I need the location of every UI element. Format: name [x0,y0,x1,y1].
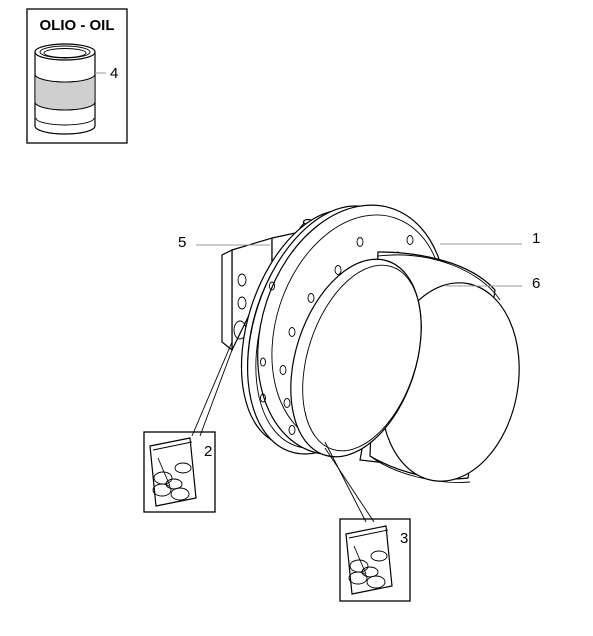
seal-bag-icon [345,525,393,595]
callout-1: 1 [532,230,540,247]
callout-2: 2 [204,443,212,460]
seal-kit-right[interactable]: 3 [339,518,411,602]
oil-drum-icon [34,43,96,135]
callout-5: 5 [178,234,186,251]
seal-bag-icon [149,437,197,507]
callout-3: 3 [400,530,408,547]
seal-kit-left[interactable]: 2 [143,431,216,513]
drum-cover[interactable] [267,242,534,492]
flange-bolt-holes [260,235,414,453]
callout-4: 4 [110,65,118,82]
final-drive-assembly[interactable] [214,180,535,492]
oil-box-title: OLIO - OIL [40,17,115,34]
leader-lines [191,243,522,523]
callout-6: 6 [532,275,540,292]
oil-box[interactable]: OLIO - OIL 4 [26,8,128,144]
